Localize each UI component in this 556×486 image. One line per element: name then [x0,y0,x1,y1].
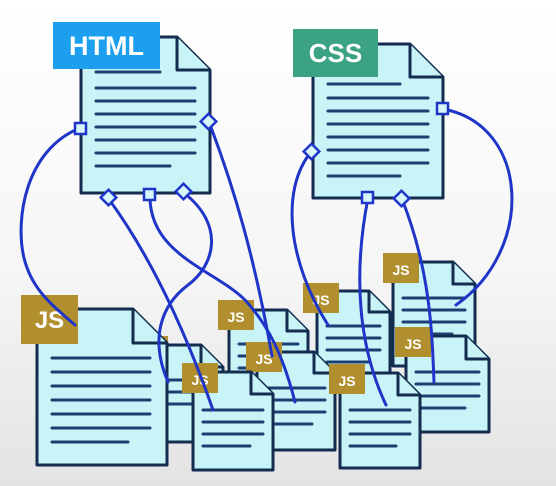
css-tag: CSS [293,29,378,77]
html-tag-label: HTML [69,31,144,61]
link-html-to-back-left-js [207,120,274,358]
css-port-bottom-left [360,190,375,205]
link-css-to-back-right-js [441,107,514,307]
css-tag-label: CSS [309,38,362,68]
css-port-bottom-right [391,188,412,209]
js-tag-label: JS [404,336,421,352]
link-html-to-center-left-js [106,196,215,412]
link-html-to-small-left-js [157,191,213,384]
js-document-center-left: JS [182,363,275,472]
css-port-left [301,141,322,162]
connection-links [19,107,514,412]
link-html-to-center-js [148,195,297,404]
js-tag-label: JS [255,351,272,367]
link-css-to-back-mid-js [290,150,330,327]
html-port-bottom-mid [142,187,157,202]
html-port-left [73,121,88,136]
connection-ports [73,101,450,209]
js-tag-label: JS [392,262,409,278]
js-document-large: JS [21,295,169,467]
js-tag-label: JS [227,309,244,325]
js-document-center-right: JS [329,364,422,470]
js-tag-label: JS [338,373,355,389]
link-css-to-right-js [400,197,436,384]
css-port-right [435,101,450,116]
html-document [79,35,212,195]
html-port-bottom-left [98,187,119,208]
html-port-bottom-right [173,181,194,202]
html-tag: HTML [53,22,160,69]
html-port-right [198,111,219,132]
link-html-to-large-js [19,126,82,327]
link-css-to-center-right-js [358,196,388,407]
css-document [311,42,445,200]
js-document-right: JS [395,327,491,434]
